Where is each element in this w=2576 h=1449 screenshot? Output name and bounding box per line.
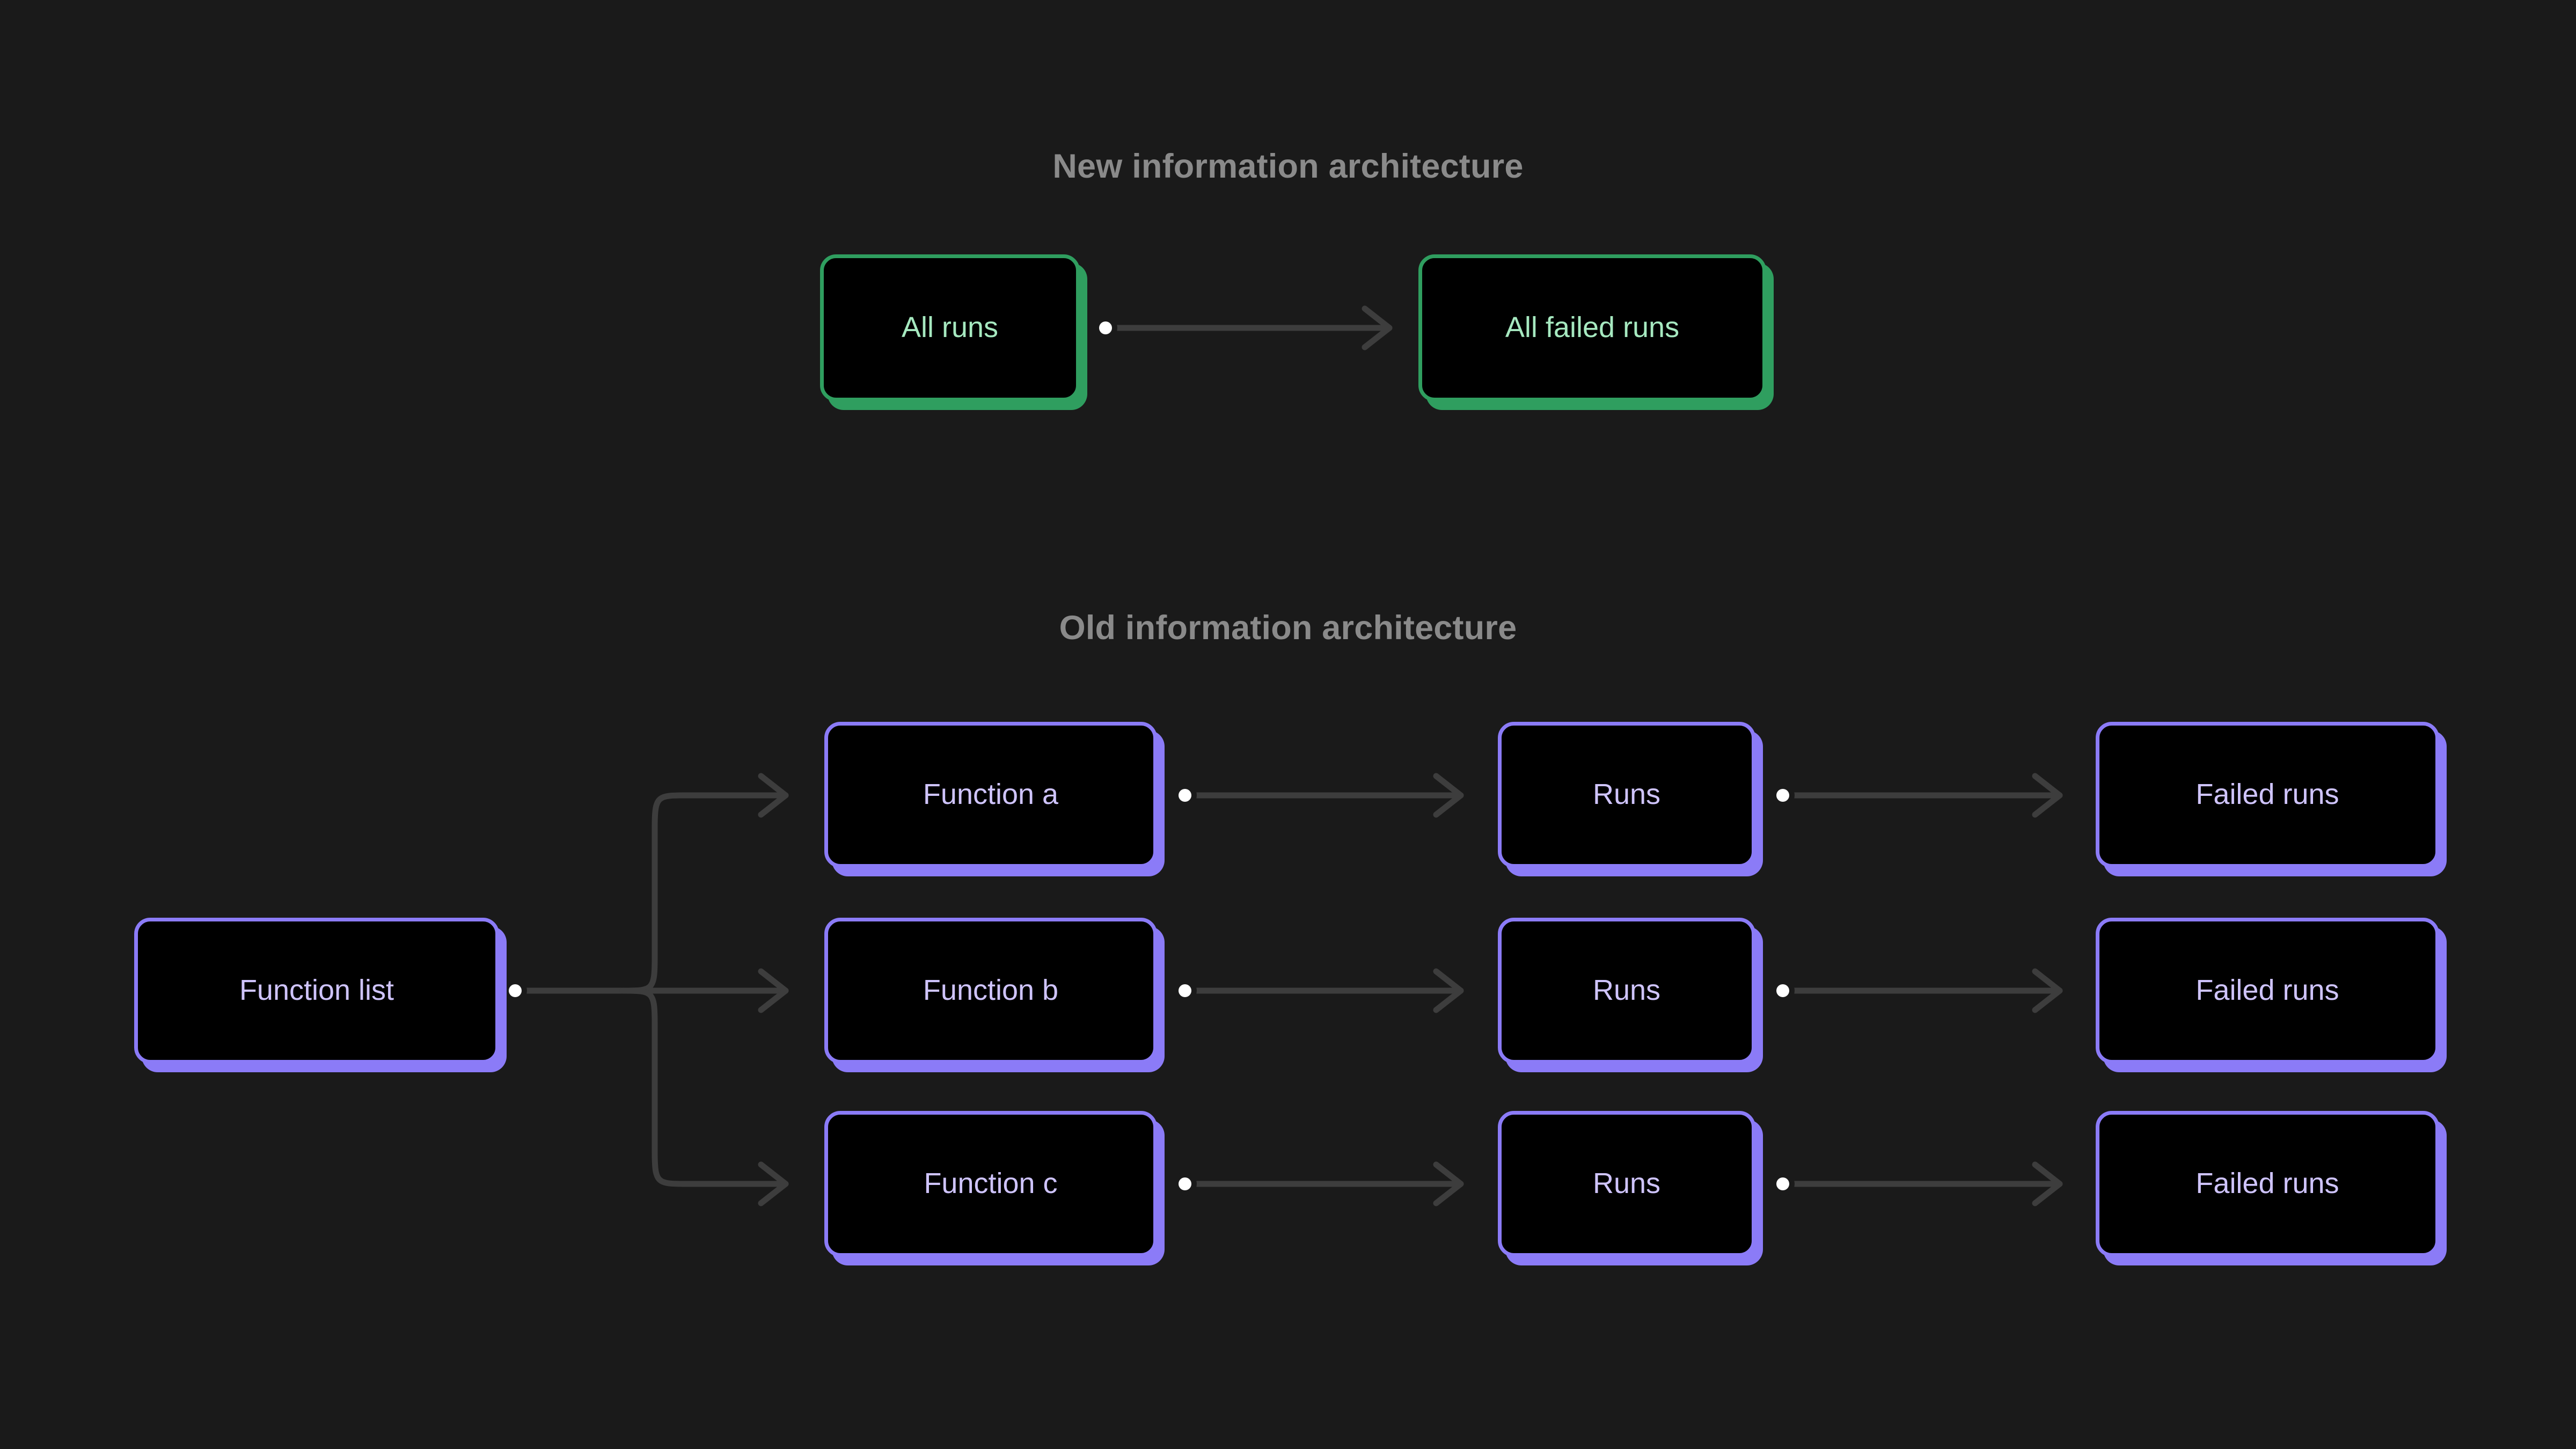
edge-runs-a-to-failed-runs	[1771, 776, 2063, 815]
old-architecture-title: Old information architecture	[1059, 609, 1517, 647]
edge-origin-dot	[1099, 321, 1112, 334]
node-all-runs[interactable]: All runs	[820, 254, 1080, 401]
node-runs-c[interactable]: Runs	[1498, 1111, 1755, 1257]
node-failed-runs-b[interactable]: Failed runs	[2096, 918, 2439, 1064]
node-all-failed-runs[interactable]: All failed runs	[1418, 254, 1766, 401]
node-failed-runs-c[interactable]: Failed runs	[2096, 1111, 2439, 1257]
edge-function-b-to-runs	[1173, 971, 1464, 1010]
edge-function-c-to-runs	[1173, 1165, 1464, 1203]
node-function-a[interactable]: Function a	[824, 722, 1157, 868]
edge-runs-b-to-failed-runs	[1771, 971, 2063, 1010]
edge-origin-dot	[509, 984, 522, 997]
edge-runs-c-to-failed-runs	[1771, 1165, 2063, 1203]
node-failed-runs-a[interactable]: Failed runs	[2096, 722, 2439, 868]
new-architecture-title: New information architecture	[1052, 148, 1524, 185]
edge-function-a-to-runs	[1173, 776, 1464, 815]
node-function-list[interactable]: Function list	[134, 918, 499, 1064]
node-runs-b[interactable]: Runs	[1498, 918, 1755, 1064]
node-runs-a[interactable]: Runs	[1498, 722, 1755, 868]
node-function-c[interactable]: Function c	[824, 1111, 1157, 1257]
edge-function-list-branch	[503, 776, 789, 1203]
node-function-b[interactable]: Function b	[824, 918, 1157, 1064]
edge-all-runs-to-all-failed-runs	[1094, 309, 1393, 347]
